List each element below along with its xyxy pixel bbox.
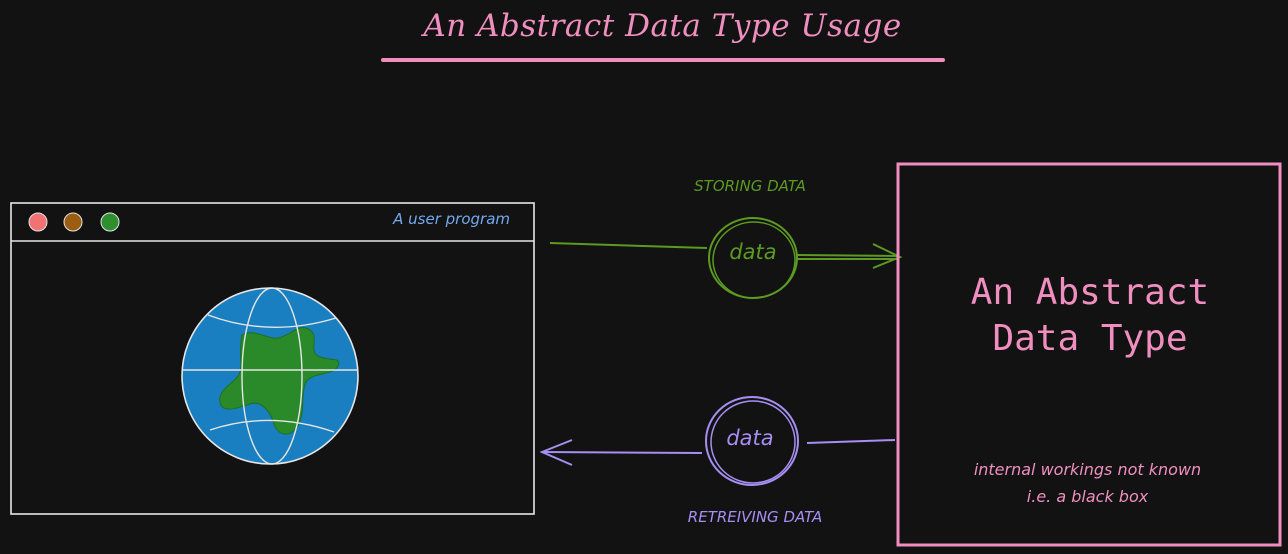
window-frame [10, 202, 535, 515]
adt-note: internal workings not known i.e. a black… [900, 456, 1275, 510]
window-close-icon [28, 212, 48, 232]
retrieving-data-label: RETREIVING DATA [687, 508, 823, 526]
globe-icon [181, 287, 359, 465]
storing-data-bubble-label: data [729, 240, 777, 264]
retrieving-data-bubble [705, 396, 799, 486]
storing-data-arrow [549, 217, 903, 299]
window-maximize-icon [100, 212, 120, 232]
window-minimize-icon [63, 212, 83, 232]
retrieving-data-bubble-label: data [726, 426, 774, 450]
retrieving-data-arrow [539, 396, 896, 486]
adt-title-line-2: Data Type [992, 318, 1188, 359]
adt-note-line-1: internal workings not known [973, 460, 1202, 479]
user-program-window [10, 202, 535, 515]
user-program-label: A user program [393, 210, 510, 228]
title-underline [381, 58, 945, 62]
diagram-title: An Abstract Data Type Usage [423, 8, 902, 44]
adt-title-line-1: An Abstract [970, 272, 1210, 313]
adt-black-box [896, 162, 1282, 547]
storing-data-label: STORING DATA [694, 177, 806, 195]
adt-title: An Abstract Data Type [905, 270, 1275, 362]
adt-note-line-2: i.e. a black box [1026, 487, 1149, 506]
